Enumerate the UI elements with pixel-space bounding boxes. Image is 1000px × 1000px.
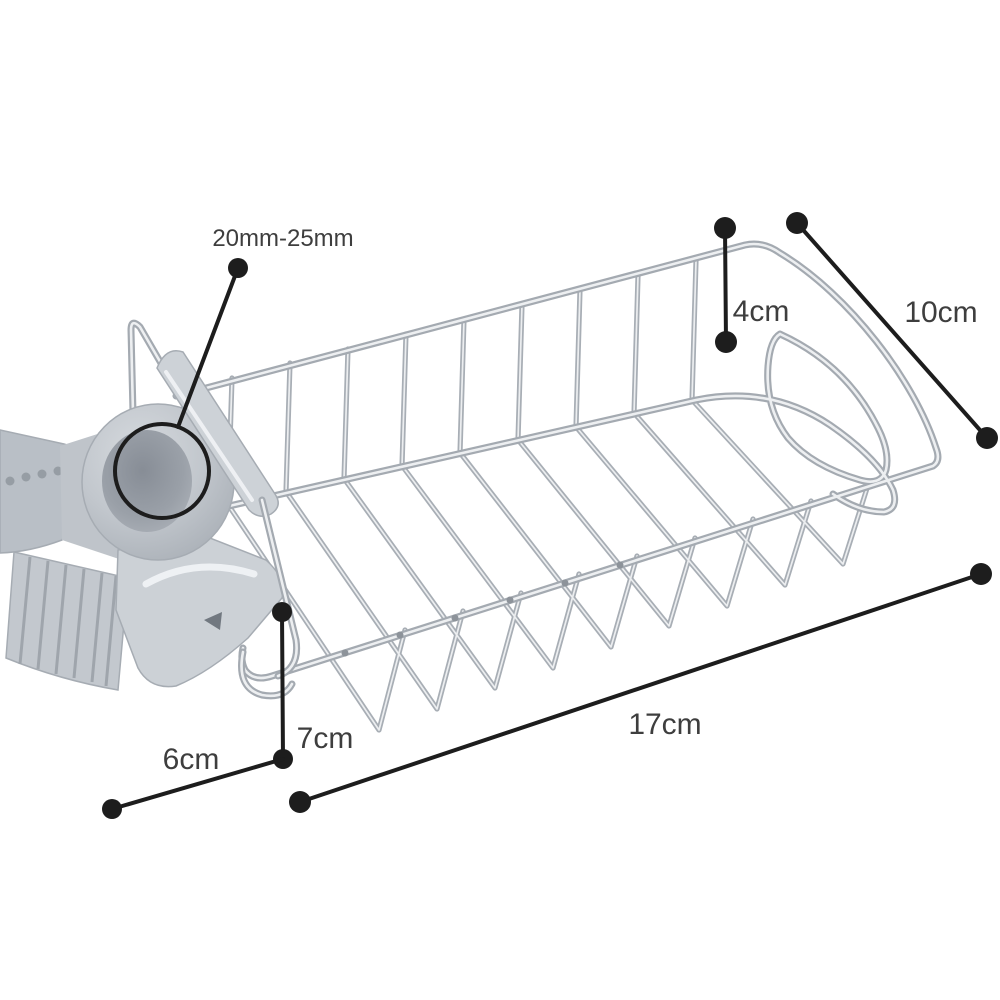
chrome-basket (131, 244, 938, 730)
dimension-clamp-offset: 6cm (102, 743, 285, 819)
dimension-clamp-diameter: 20mm-25mm (113, 225, 354, 520)
clamp-jaw (115, 537, 284, 688)
dimension-dot (786, 212, 808, 234)
dimension-label-basket-width: 10cm (904, 296, 977, 329)
dimension-line (795, 221, 989, 440)
dimension-line (298, 572, 983, 804)
dimension-dot (102, 799, 122, 819)
dimension-clamp-height: 7cm (272, 602, 353, 769)
dimension-dot (976, 427, 998, 449)
clamp-bellows (5, 551, 129, 691)
dimensions: 20mm-25mm 4cm 10cm 17cm 7cm (102, 212, 998, 819)
dimension-basket-depth: 4cm (714, 217, 789, 353)
leader-line (176, 266, 240, 429)
clamp-bellows-ribs (18, 556, 118, 687)
dimension-dot (970, 563, 992, 585)
clamp-hole (102, 430, 192, 532)
clamp-arrow-mark (204, 612, 222, 630)
wire-joints (341, 561, 624, 657)
dimension-line (280, 610, 285, 761)
dimension-label-basket-length: 17cm (628, 708, 701, 741)
clamp-sleeve-highlight (164, 370, 254, 502)
dimension-dot (714, 217, 736, 239)
dimension-dot (228, 258, 248, 278)
dimension-label-clamp-offset: 6cm (163, 743, 220, 776)
dimension-dot (272, 602, 292, 622)
dimension-dot (715, 331, 737, 353)
clamp-sleeve (156, 350, 279, 517)
clamp-jaw-highlight (142, 563, 258, 588)
dimension-basket-length: 17cm (289, 563, 992, 813)
dimension-dot (289, 791, 311, 813)
dimension-label-clamp-diameter: 20mm-25mm (212, 225, 353, 252)
dimension-label-basket-depth: 4cm (733, 295, 790, 328)
dimension-line (723, 226, 728, 344)
clamp-diameter-circle (113, 422, 211, 520)
dimension-basket-width: 10cm (786, 212, 998, 449)
dimension-line (110, 757, 285, 811)
dimension-label-clamp-height: 7cm (297, 722, 354, 755)
faucet-clamp (0, 350, 284, 691)
